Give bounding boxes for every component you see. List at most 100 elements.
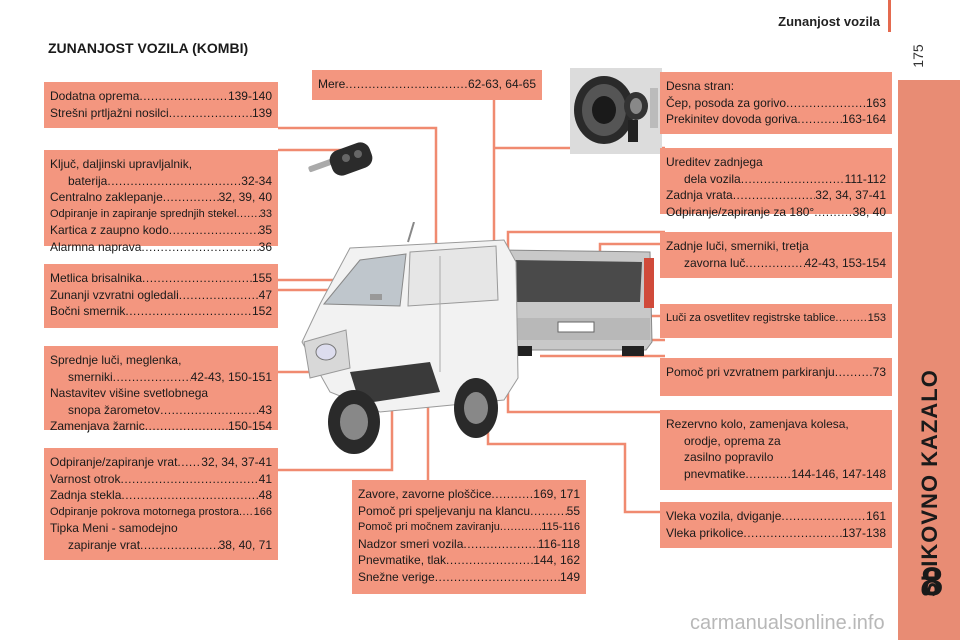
index-entry-label: Luči za osvetlitev registrske tablice <box>666 312 836 324</box>
index-entry-pages[interactable]: 43 <box>258 402 272 417</box>
index-entry-label: Čep, posoda za gorivo <box>666 95 787 110</box>
leader-dots <box>530 503 567 520</box>
index-entry-label: Snežne verige <box>358 569 435 584</box>
index-entry-pages[interactable]: 55 <box>566 503 580 518</box>
leader-dots <box>179 287 259 304</box>
index-entry: Varnost otrok 41 <box>50 471 272 488</box>
index-entry-label: Zadnja vrata <box>666 188 733 202</box>
index-entry-pages[interactable]: 48 <box>258 488 272 502</box>
index-entry-pages[interactable]: 144-146, 147-148 <box>791 466 886 481</box>
index-entry-label: Prekinitev dovoda goriva <box>666 112 798 126</box>
index-entry: Metlica brisalnika 155 <box>50 270 272 287</box>
index-entry-pages[interactable]: 161 <box>865 509 886 523</box>
index-entry-pages[interactable]: 62-63, 64-65 <box>467 77 536 91</box>
chapter-number: 8 <box>920 560 944 604</box>
leader-dots <box>139 88 228 105</box>
leader-dots <box>142 270 252 287</box>
index-entry-pages[interactable]: 47 <box>258 287 272 302</box>
index-entry-label: Odpiranje/zapiranje za 180° <box>666 204 815 219</box>
index-entry-pages[interactable]: 169, 171 <box>533 487 580 501</box>
index-entry: Zunanji vzvratni ogledali 47 <box>50 287 272 304</box>
index-entry-label: Odpiranje/zapiranje vrat <box>50 455 178 469</box>
index-entry-pages[interactable]: 42-43, 150-151 <box>190 369 272 384</box>
leader-dots <box>177 454 201 471</box>
index-entry-label: Metlica brisalnika <box>50 271 143 285</box>
index-entry-label: Zamenjava žarnic <box>50 419 145 433</box>
leader-dots <box>745 466 791 483</box>
index-entry: Prekinitev dovoda goriva 163-164 <box>666 111 886 128</box>
index-entry-pages[interactable]: 166 <box>253 505 272 518</box>
index-entry: Ključ, daljinski upravljalnik, <box>50 156 272 173</box>
box-front-lights: Sprednje luči, meglenka,smerniki42-43, 1… <box>44 346 278 433</box>
index-entry-pages[interactable]: 155 <box>251 271 272 285</box>
index-entry-pages[interactable]: 35 <box>258 223 272 237</box>
index-entry: Strešni prtljažni nosilci139 <box>50 105 272 122</box>
index-entry-pages[interactable]: 41 <box>258 471 272 486</box>
index-entry-pages[interactable]: 139 <box>251 105 272 120</box>
index-entry-pages[interactable]: 150-154 <box>227 419 272 433</box>
index-entry-label: Zunanji vzvratni ogledali <box>50 287 179 302</box>
index-entry-pages[interactable]: 153 <box>867 312 886 324</box>
index-entry: Odpiranje pokrova motornega prostora166 <box>50 504 272 521</box>
index-entry-pages[interactable]: 139-140 <box>227 89 272 103</box>
index-entry-pages[interactable]: 42-43, 153-154 <box>804 255 886 270</box>
index-entry-label: dela vozila <box>684 171 741 186</box>
index-entry: Pomoč pri speljevanju na klancu55 <box>358 503 580 520</box>
index-entry-label: Desna stran: <box>666 79 735 93</box>
leader-dots <box>741 171 845 188</box>
index-entry-label: Vleka prikolice <box>666 525 744 540</box>
index-entry-label: Rezervno kolo, zamenjava kolesa, <box>666 417 849 431</box>
index-entry-pages[interactable]: 38, 40, 71 <box>218 537 272 552</box>
index-entry-pages[interactable]: 149 <box>559 569 580 584</box>
index-entry-pages[interactable]: 152 <box>251 304 272 318</box>
running-header: Zunanjost vozila <box>778 14 880 29</box>
watermark: carmanualsonline.info <box>690 612 885 634</box>
index-entry: Centralno zaklepanje 32, 39, 40 <box>50 189 272 206</box>
index-entry: Vleka vozila, dviganje161 <box>666 508 886 525</box>
index-entry: Mere62-63, 64-65 <box>318 76 536 93</box>
index-entry-label: Bočni smernik <box>50 304 126 318</box>
index-entry-pages[interactable]: 116-118 <box>537 536 580 551</box>
leader-dots <box>835 310 867 327</box>
index-entry-pages[interactable]: 33 <box>259 207 272 220</box>
index-entry-pages[interactable]: 144, 162 <box>533 553 580 567</box>
leader-dots <box>237 206 260 223</box>
leader-dots <box>345 76 468 93</box>
box-parking-aid: Pomoč pri vzvratnem parkiranju73 <box>660 358 892 396</box>
index-entry-label: Odpiranje in zapiranje sprednjih stekel <box>50 207 237 220</box>
remote-key-photo <box>308 142 373 176</box>
index-entry: Alarmna naprava36 <box>50 239 272 256</box>
index-entry-pages[interactable]: 115-116 <box>541 521 580 533</box>
index-entry-pages[interactable]: 137-138 <box>841 525 886 540</box>
index-entry: Odpiranje in zapiranje sprednjih stekel 3… <box>50 206 272 223</box>
index-entry-pages[interactable]: 36 <box>258 239 272 254</box>
index-entry: orodje, oprema za <box>666 433 886 450</box>
index-entry-label: snopa žarometov <box>68 402 161 417</box>
index-entry-label: Zadnje luči, smerniki, tretja <box>666 239 809 253</box>
index-entry-pages[interactable]: 163 <box>865 95 886 110</box>
index-entry: Nadzor smeri vozila116-118 <box>358 536 580 553</box>
index-entry: Nastavitev višine svetlobnega <box>50 385 272 402</box>
leader-dots <box>120 471 258 488</box>
index-entry-label: smerniki <box>68 369 113 384</box>
index-entry-label: Varnost otrok <box>50 471 121 486</box>
leader-dots <box>107 173 241 190</box>
leader-dots <box>169 222 259 239</box>
leader-dots <box>500 519 541 536</box>
index-entry-pages[interactable]: 32, 34, 37-41 <box>201 455 272 469</box>
leader-dots <box>733 187 816 204</box>
index-entry-pages[interactable]: 38, 40 <box>852 204 886 219</box>
index-entry-pages[interactable]: 32-34 <box>241 173 272 188</box>
index-entry-label: Centralno zaklepanje <box>50 190 163 204</box>
index-entry-pages[interactable]: 73 <box>872 365 886 379</box>
index-entry-pages[interactable]: 111-112 <box>844 171 886 186</box>
leader-dots <box>781 508 866 525</box>
index-entry: Luči za osvetlitev registrske tablice 153 <box>666 310 886 327</box>
index-entry-pages[interactable]: 32, 39, 40 <box>218 190 272 204</box>
box-dimensions: Mere62-63, 64-65 <box>312 70 542 100</box>
index-entry-label: Pomoč pri močnem zaviranju <box>358 521 500 533</box>
fuel-cap-photo <box>570 68 662 154</box>
index-entry-pages[interactable]: 163-164 <box>841 112 886 126</box>
index-entry-pages[interactable]: 32, 34, 37-41 <box>815 188 886 202</box>
